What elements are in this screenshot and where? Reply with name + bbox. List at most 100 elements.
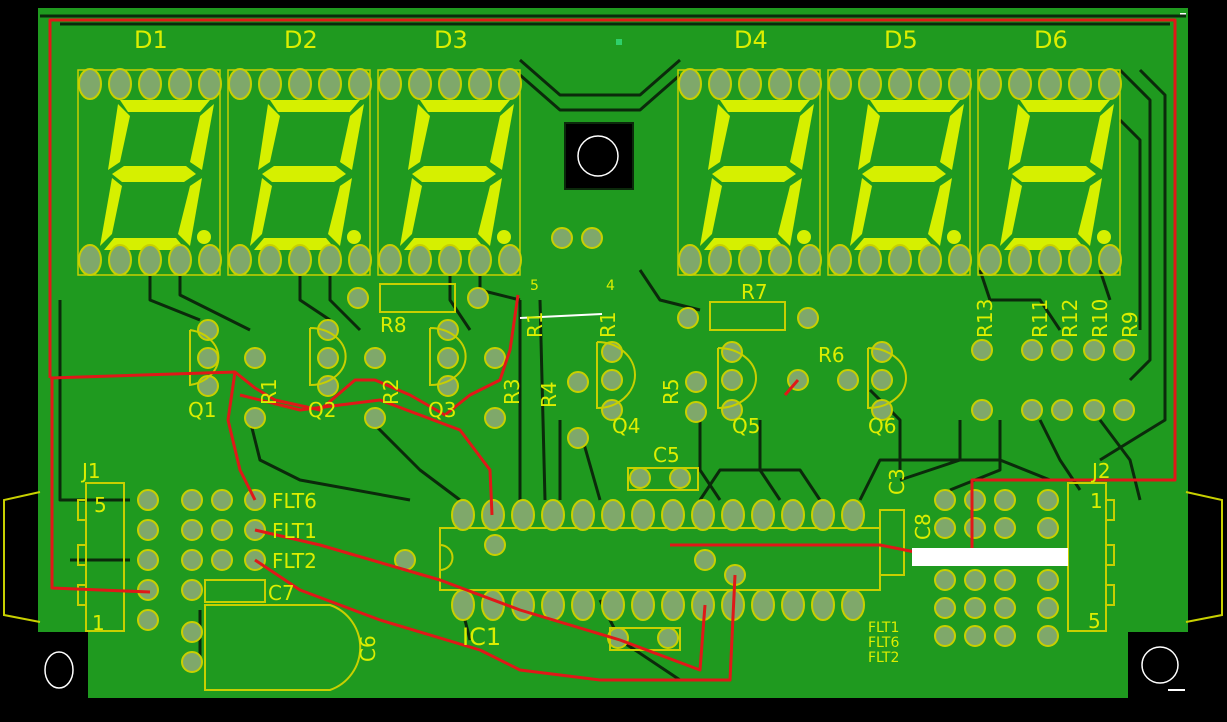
pad: [971, 399, 993, 421]
pad: [137, 519, 159, 541]
display-pin-top: [708, 68, 732, 100]
pad: [994, 517, 1016, 539]
label-c8: C8: [911, 513, 935, 540]
display-pin-bottom: [918, 244, 942, 276]
ic-pin-bottom: [601, 589, 625, 621]
transistor-outlines: [189, 327, 907, 410]
pad: [964, 625, 986, 647]
ic-pin-top: [601, 499, 625, 531]
board-notch-right: [1128, 632, 1188, 698]
display-label: D3: [434, 26, 468, 54]
decimal-point: [797, 230, 811, 244]
display-pin-bottom: [678, 244, 702, 276]
digit-segments: [850, 100, 964, 250]
display-pin-top: [1038, 68, 1062, 100]
pad: [837, 369, 859, 391]
display-pin-bottom: [378, 244, 402, 276]
display-pin-top: [888, 68, 912, 100]
pad: [994, 489, 1016, 511]
trace-2: [148, 270, 201, 322]
silkscreen-labels: R8 R7 R6 R5 R4 R3 R2 R1 R1 R1 R13 R11 R1…: [80, 278, 1142, 666]
copper-traces: [40, 14, 1186, 682]
pad: [1021, 339, 1043, 361]
display-pin-bottom: [828, 244, 852, 276]
label-num-5: 5: [530, 278, 539, 294]
pad: [181, 519, 203, 541]
segment-f: [1008, 104, 1030, 170]
pad: [1037, 569, 1059, 591]
pad: [657, 627, 679, 649]
pad: [1037, 625, 1059, 647]
digit-segments: [250, 100, 364, 250]
label-j2: J2: [1090, 459, 1111, 483]
label-r2: R2: [379, 378, 403, 405]
segment-f: [708, 104, 730, 170]
trace-18: [698, 420, 722, 501]
decimal-point: [347, 230, 361, 244]
pad: [685, 401, 707, 423]
display-pin-bottom: [798, 244, 822, 276]
pad: [934, 489, 956, 511]
label-q1: Q1: [188, 398, 216, 422]
pad: [137, 579, 159, 601]
display-pin-bottom: [408, 244, 432, 276]
trace-15: [949, 420, 1002, 492]
pad: [244, 347, 266, 369]
digit-segments: [100, 100, 214, 250]
label-r3: R3: [500, 378, 524, 405]
display-pin-top: [198, 68, 222, 100]
display-pin-top: [318, 68, 342, 100]
segment-b: [790, 104, 814, 170]
pad: [934, 569, 956, 591]
ic-pin-bottom: [751, 589, 775, 621]
segment-a: [870, 100, 960, 112]
pad: [1083, 339, 1105, 361]
segment-g: [412, 166, 496, 182]
label-q3: Q3: [428, 398, 456, 422]
display-2: D2: [227, 26, 372, 276]
pad: [181, 621, 203, 643]
pad: [934, 597, 956, 619]
display-pin-top: [918, 68, 942, 100]
label-r10: R10: [1088, 299, 1112, 338]
segment-c: [478, 178, 502, 246]
segment-c: [1078, 178, 1102, 246]
pad: [1113, 339, 1135, 361]
segment-a: [420, 100, 510, 112]
pad: [484, 347, 506, 369]
display-pin-top: [1068, 68, 1092, 100]
display-pin-top: [108, 68, 132, 100]
pad: [467, 287, 489, 309]
pad: [601, 399, 623, 421]
display-pin-bottom: [978, 244, 1002, 276]
display-pin-bottom: [288, 244, 312, 276]
trace-23: [368, 418, 461, 502]
pad: [137, 549, 159, 571]
display-pin-top: [348, 68, 372, 100]
pad: [669, 467, 691, 489]
segment-a: [270, 100, 360, 112]
pad: [1083, 399, 1105, 421]
pad: [685, 371, 707, 393]
display-pin-bottom: [438, 244, 462, 276]
pad: [437, 347, 459, 369]
display-pin-top: [168, 68, 192, 100]
label-q6: Q6: [868, 414, 896, 438]
label-flt-right-6: FLT6: [868, 635, 899, 651]
trace-12: [1118, 118, 1142, 330]
pad: [1037, 489, 1059, 511]
pad: [1037, 517, 1059, 539]
display-pin-top: [948, 68, 972, 100]
ic-pin-bottom: [511, 589, 535, 621]
segment-f: [858, 104, 880, 170]
center-sensor-pad: [564, 122, 634, 190]
pad: [211, 519, 233, 541]
pad: [677, 307, 699, 329]
label-q5: Q5: [732, 414, 760, 438]
segment-g: [712, 166, 796, 182]
display-pin-top: [228, 68, 252, 100]
ic-pin-top: [841, 499, 865, 531]
pad: [629, 467, 651, 489]
pad: [181, 579, 203, 601]
